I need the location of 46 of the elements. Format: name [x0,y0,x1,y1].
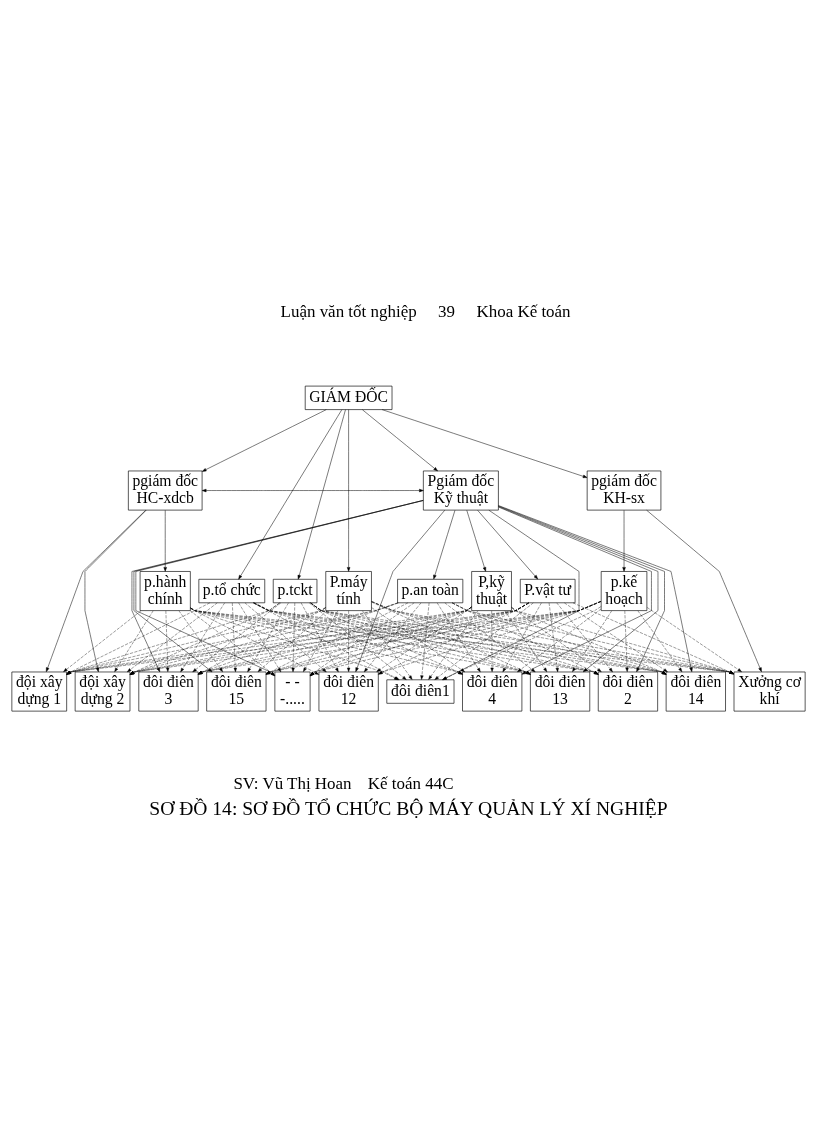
node-box: pgiám đốc HC-xdcb [127,470,202,510]
arrow [427,610,478,680]
arrow [548,602,559,672]
arrow [621,509,626,572]
node-box: GIÁM ĐỐC [304,385,392,410]
node-box: đôi điên 3 [137,671,198,711]
node-box: p.kế hoạch [600,570,647,611]
arrow [490,610,494,672]
arrow [434,602,534,680]
arrow [436,602,481,672]
arrow [45,509,146,672]
node-box: Xưởng cơ khí [733,671,805,711]
arrow [62,610,141,672]
caption: SƠ ĐỒ 14: SƠ ĐỒ TỔ CHỨC BỘ MÁY QUẢN LÝ XÍ NGHIỆP [148,797,668,819]
label: 39 [437,301,455,321]
arrow [201,408,327,472]
arrow [466,509,486,572]
node-box: P.vật tư [519,578,575,603]
node-box: đôi điên 2 [597,671,658,711]
arrow [624,610,629,672]
node-box: đôi điên 13 [529,671,590,711]
node-box: đôi điên 15 [205,671,266,711]
arrow [637,610,682,672]
node-box: đôi điên 12 [318,671,379,711]
node-box: pgiám đốc KH-sx [586,470,661,510]
arrow [645,509,762,672]
arrow [84,509,146,672]
arrow [381,408,587,478]
arrow [441,605,601,680]
node-box: P,kỹ thuật [470,570,512,611]
node-box: đội xây dựng 2 [74,671,130,711]
arrow [476,509,538,579]
node-box: Pgiám đốc Kỹ thuật [422,470,499,510]
node-box: đôi điên 4 [461,671,522,711]
label: Khoa Kế toán [475,301,571,321]
label: SV: Vũ Thị Hoan [232,773,352,793]
label: Kế toán 44C [367,773,453,793]
arrow [432,509,455,579]
arrow [361,408,438,471]
arrow [441,509,579,680]
node-box: đội xây dựng 1 [11,671,67,711]
node-box: đôi điên 14 [665,671,726,711]
node-box: - - -..... [274,671,310,711]
arrow [201,488,424,492]
arrow [646,606,742,672]
label: Luận văn tốt nghiệp [280,301,417,321]
